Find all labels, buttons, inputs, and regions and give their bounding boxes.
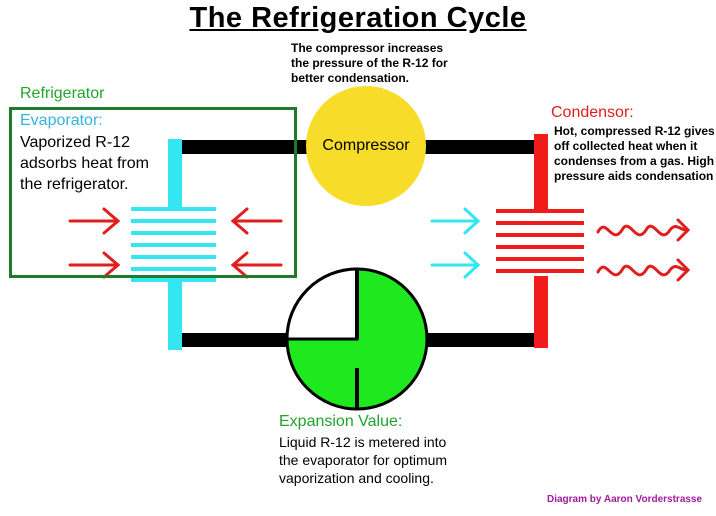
pipe-top-right — [412, 140, 542, 154]
arrow-right-icon — [430, 207, 481, 235]
condensor-title: Condensor: — [551, 104, 634, 121]
pipe-top-left — [182, 140, 310, 154]
cool-in-arrows — [430, 207, 481, 279]
condensor-fin — [496, 221, 584, 225]
arrow-left-icon — [230, 207, 283, 235]
arrow-right-icon — [68, 207, 121, 235]
wavy-arrow-icon — [596, 258, 691, 282]
arrow-right-icon — [430, 251, 481, 279]
condensor-coil — [496, 134, 584, 348]
expansion-description: Liquid R-12 is metered into the evaporat… — [279, 434, 448, 486]
wavy-arrow-icon — [596, 218, 691, 242]
expansion-valve — [285, 267, 429, 411]
pipe-bottom-right — [428, 333, 542, 347]
expansion-valve-open-quadrant — [285, 267, 359, 341]
diagram-credit: Diagram by Aaron Vorderstrasse — [547, 494, 703, 505]
evaporator-fin — [131, 219, 216, 223]
refrigerator-box — [9, 107, 297, 278]
condensor-pipe-lower — [534, 276, 548, 348]
arrow-left-icon — [230, 251, 283, 279]
compressor-note: The compressor increases the pressure of… — [291, 41, 448, 85]
evaporator-fin — [131, 255, 216, 259]
condensor-fin — [496, 209, 584, 213]
evaporator-pipe-upper — [168, 139, 182, 209]
condensor-fin — [496, 257, 584, 261]
condensor-fin — [496, 245, 584, 249]
compressor-label: Compressor — [322, 137, 410, 154]
evaporator-title: Evaporator: — [20, 112, 103, 129]
evaporator-fin — [131, 267, 216, 271]
evaporator-fin — [131, 207, 216, 211]
evaporator-fin — [131, 278, 216, 282]
page-title: The Refrigeration Cycle — [189, 2, 527, 34]
evaporator-fin — [131, 243, 216, 247]
expansion-title: Expansion Value: — [279, 413, 403, 430]
refrigerator-label: Refrigerator — [20, 85, 105, 102]
evaporator-description: Vaporized R-12 adsorbs heat from the ref… — [20, 134, 149, 193]
heat-out-waves — [596, 218, 691, 282]
compressor-circle — [306, 86, 426, 206]
evaporator-fin — [131, 231, 216, 235]
condensor-fin — [496, 233, 584, 237]
condensor-description: Hot, compressed R-12 gives off collected… — [554, 124, 715, 183]
pipe-bottom-left — [182, 333, 292, 347]
condensor-fin — [496, 269, 584, 273]
arrow-right-icon — [68, 251, 121, 279]
evaporator-pipe-lower — [168, 280, 182, 350]
pipes — [182, 140, 542, 347]
heat-in-arrows — [68, 207, 283, 279]
evaporator-coil — [131, 139, 216, 350]
condensor-pipe-upper — [534, 134, 548, 209]
